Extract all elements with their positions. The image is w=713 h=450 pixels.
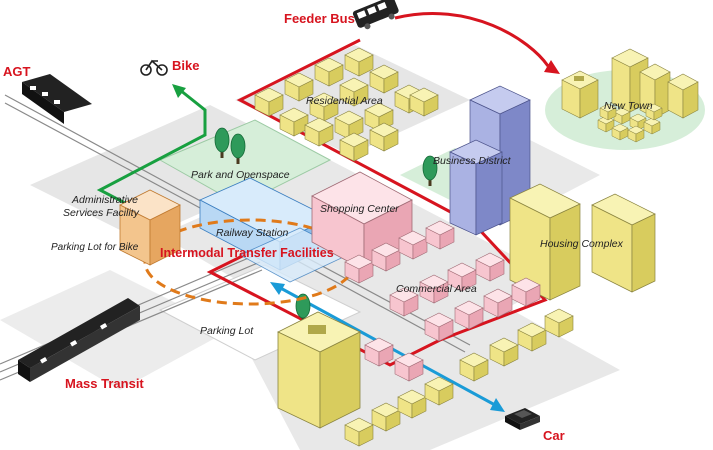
label-new-town: New Town [604,100,653,112]
label-feeder-bus: Feeder Bus [284,11,355,26]
administrative-building [119,189,181,266]
business-district-buildings [449,85,531,236]
car-arrowhead [490,398,505,412]
label-residential-area: Residential Area [306,95,383,107]
label-agt: AGT [3,64,31,79]
mass-transit-train-icon [18,298,140,382]
label-bike: Bike [172,58,199,73]
label-services-facility: Services Facility [63,207,140,219]
label-shopping-center: Shopping Center [320,203,399,215]
tower-building [277,311,361,429]
new-town-buildings [561,48,699,143]
label-intermodal-transfer-facilities: Intermodal Transfer Facilities [160,246,334,260]
housing-complex-buildings [509,183,656,301]
label-commercial-area: Commercial Area [396,283,477,295]
label-business-district: Business District [433,155,512,167]
label-parking-lot: Parking Lot [200,325,254,337]
label-parking-lot-for-bike: Parking Lot for Bike [51,242,139,253]
label-car: Car [543,428,565,443]
bike-route [96,88,207,217]
bus-loop-route [206,38,548,367]
bike-arrowhead [172,84,186,98]
bus-icon [352,0,399,30]
label-administrative: Administrative [71,194,138,206]
label-housing-complex: Housing Complex [540,238,624,250]
label-mass-transit: Mass Transit [65,376,144,391]
car-icon [505,408,540,430]
car-arrowhead-hub [270,282,285,295]
bicycle-icon [140,59,168,76]
label-park-and-openspace: Park and Openspace [191,169,290,181]
train-icon [22,74,92,124]
label-railway-station: Railway Station [216,227,289,239]
feeder-bus-route [394,12,550,67]
feeder-bus-arrowhead [544,60,560,74]
